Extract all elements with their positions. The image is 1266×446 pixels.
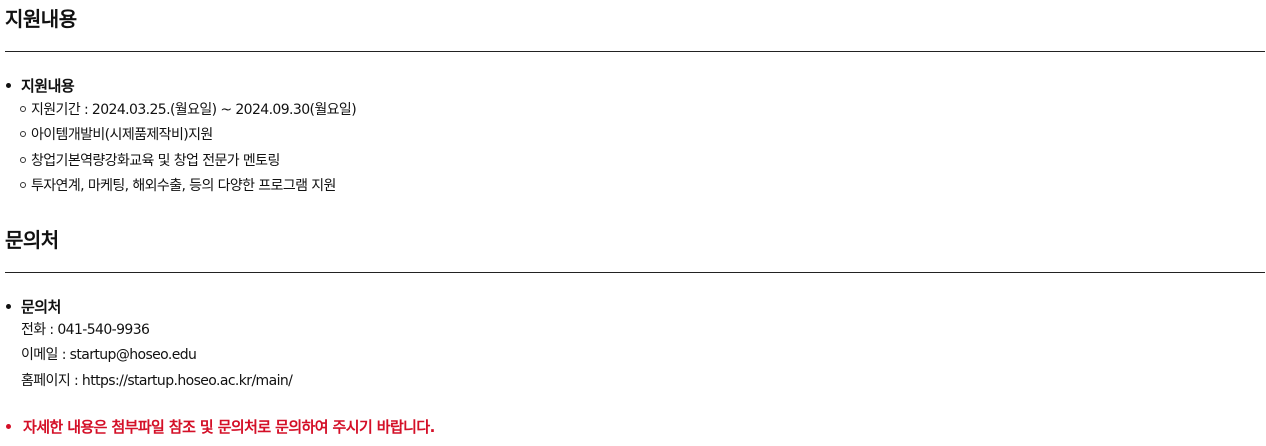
support-item-programs: 투자연계, 마케팅, 해외수출, 등의 다양한 프로그램 지원: [19, 174, 356, 199]
contact-homepage[interactable]: 홈페이지 : https://startup.hoseo.ac.kr/main/: [21, 372, 293, 389]
support-item-development-cost: 아이템개발비(시제품제작비)지원: [19, 123, 356, 148]
support-bullet-title: 지원내용: [4, 76, 75, 96]
bullet-dot-icon: [6, 82, 11, 88]
support-divider: [5, 51, 1265, 52]
circle-bullet-icon: [20, 131, 26, 138]
contact-divider: [5, 272, 1265, 273]
contact-section-title: 문의처: [5, 228, 59, 252]
contact-phone: 전화 : 041-540-9936: [21, 322, 150, 338]
contact-info-list: 전화 : 041-540-9936 이메일 : startup@hoseo.ed…: [19, 318, 293, 394]
contact-bullet-label: 문의처: [21, 298, 61, 316]
support-item-period: 지원기간 : 2024.03.25.(월요일) ~ 2024.09.30(월요일…: [19, 98, 357, 123]
bullet-dot-icon: [6, 303, 11, 309]
circle-bullet-icon: [20, 181, 26, 188]
support-item-list: 지원기간 : 2024.03.25.(월요일) ~ 2024.09.30(월요일…: [19, 98, 357, 199]
contact-email[interactable]: 이메일 : startup@hoseo.edu: [21, 347, 197, 364]
circle-bullet-icon: [20, 156, 26, 163]
support-bullet-label: 지원내용: [21, 77, 75, 95]
support-item-mentoring: 창업기본역량강화교육 및 창업 전문가 멘토링: [19, 149, 356, 174]
notice-line: 자세한 내용은 첨부파일 참조 및 문의처로 문의하여 주시기 바랍니다.: [4, 417, 435, 437]
support-section-title: 지원내용: [5, 7, 77, 31]
circle-bullet-icon: [20, 106, 26, 112]
notice-dot-icon: [6, 423, 11, 429]
contact-bullet-title: 문의처: [4, 297, 61, 317]
notice-text: 자세한 내용은 첨부파일 참조 및 문의처로 문의하여 주시기 바랍니다.: [23, 418, 435, 436]
